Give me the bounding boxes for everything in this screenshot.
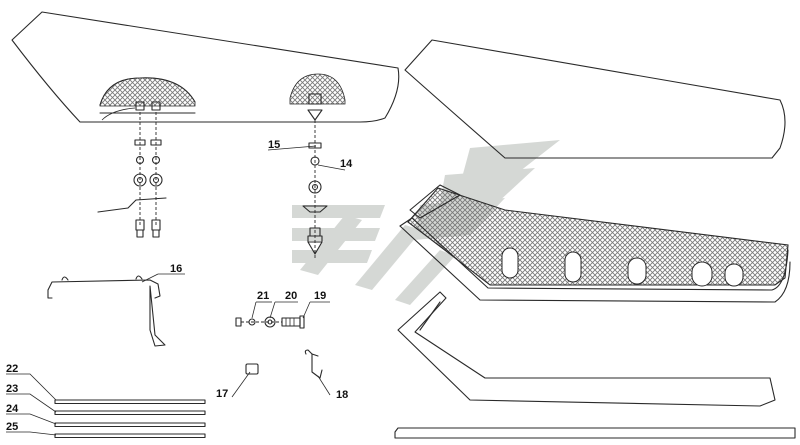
seat-cushion-left bbox=[11, 11, 400, 123]
callout-21: 21 bbox=[257, 290, 269, 302]
callout-25: 25 bbox=[6, 421, 18, 433]
callout-14: 14 bbox=[340, 158, 353, 170]
seat-cover-right bbox=[404, 39, 786, 159]
callout-17: 17 bbox=[216, 388, 228, 400]
trim-strips bbox=[54, 399, 206, 439]
callout-24: 24 bbox=[6, 403, 19, 415]
callout-18: 18 bbox=[336, 389, 348, 401]
callout-19: 19 bbox=[314, 290, 326, 302]
seat-bracket bbox=[47, 275, 166, 347]
callout-23: 23 bbox=[6, 383, 18, 395]
left-fastener-stack bbox=[97, 101, 167, 238]
right-fastener-stack bbox=[302, 93, 328, 258]
leader-lines bbox=[6, 145, 346, 436]
small-parts bbox=[235, 315, 323, 379]
callout-20: 20 bbox=[285, 290, 297, 302]
seat-pan-mesh bbox=[399, 184, 791, 303]
callout-labels: 15 14 16 21 20 19 17 18 22 23 24 25 bbox=[6, 139, 353, 433]
side-trim-lower bbox=[394, 291, 796, 439]
callout-15: 15 bbox=[268, 139, 280, 151]
callout-16: 16 bbox=[170, 263, 182, 275]
callout-22: 22 bbox=[6, 363, 18, 375]
